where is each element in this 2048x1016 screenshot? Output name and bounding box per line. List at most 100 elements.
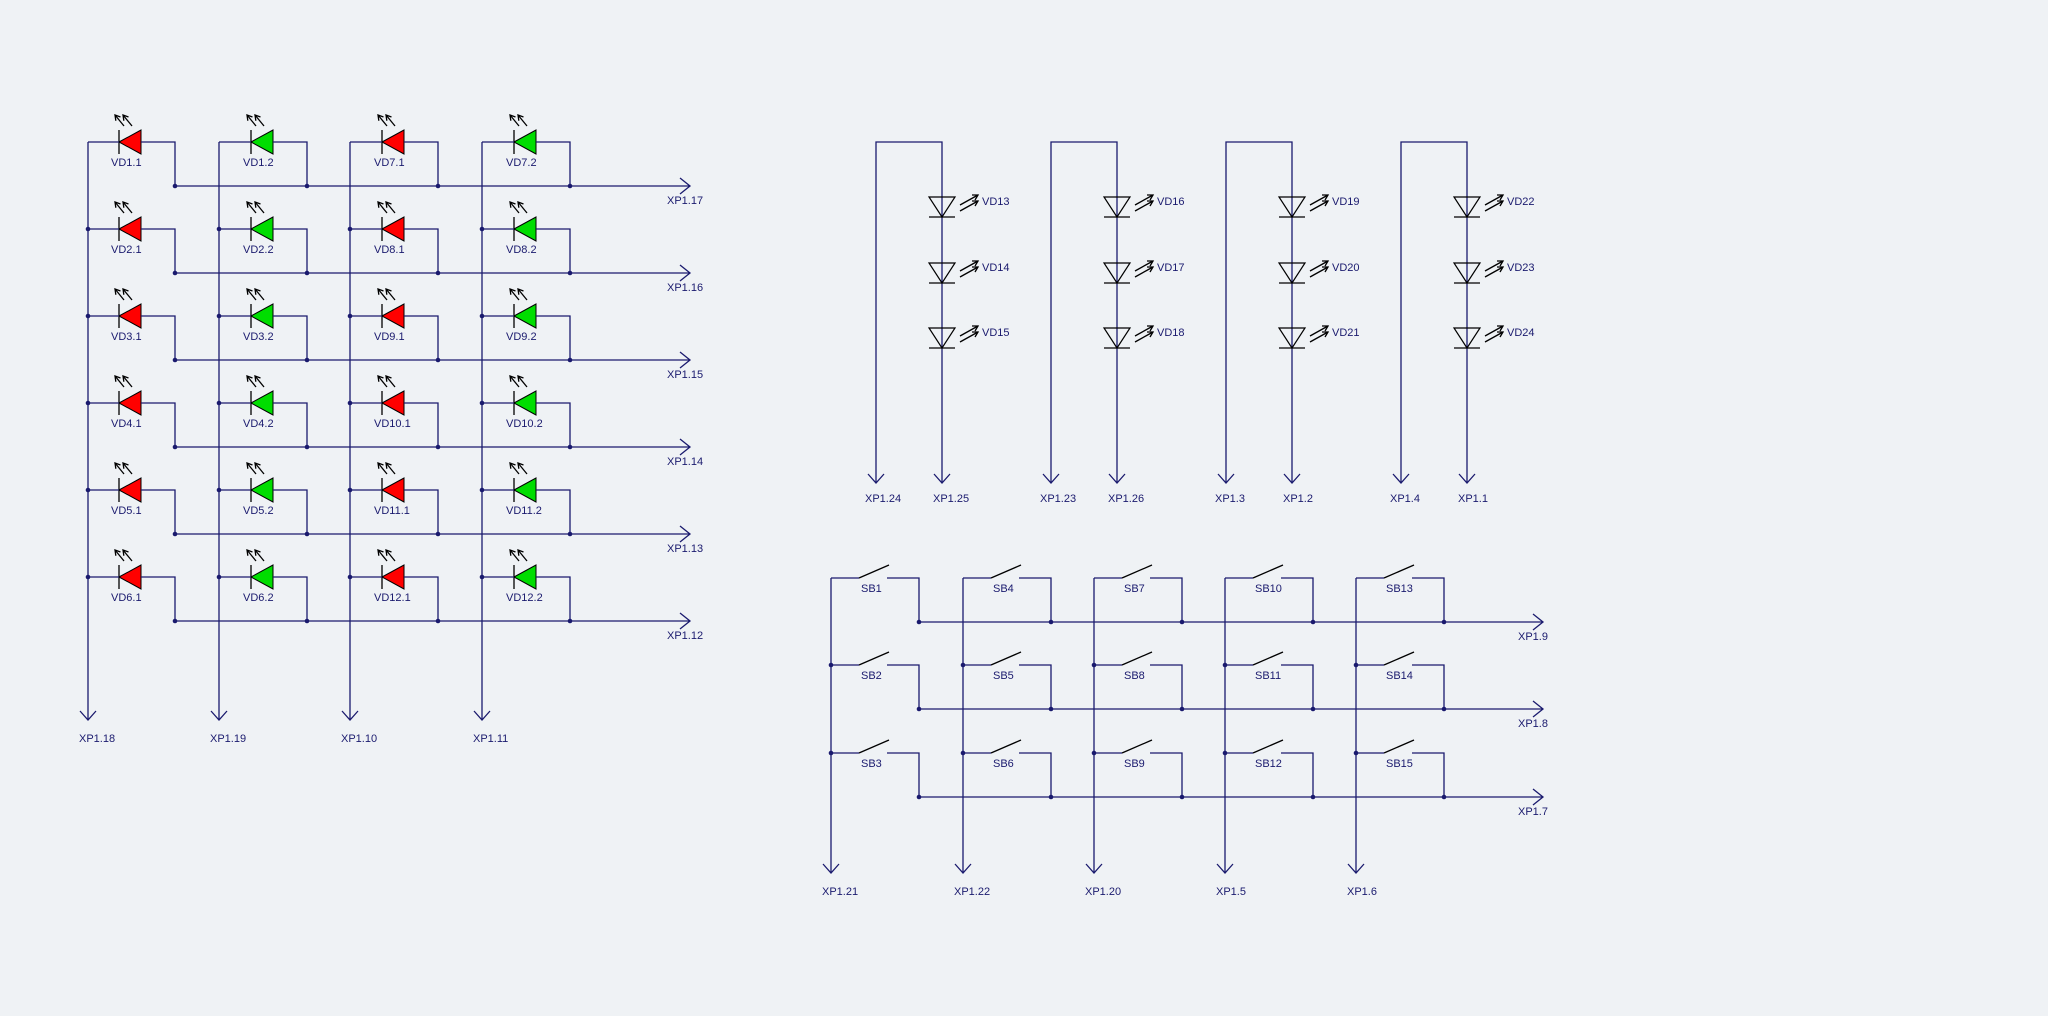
emission-ray — [517, 549, 528, 562]
switch-label: SB6 — [993, 758, 1014, 770]
junction-dot — [435, 531, 441, 537]
wire — [1412, 752, 1445, 797]
junction-dot — [916, 706, 922, 712]
connector-label: XP1.2 — [1283, 493, 1313, 505]
emission-ray — [114, 288, 125, 301]
junction-dot — [347, 400, 353, 406]
emission-ray — [114, 114, 125, 127]
arrow-down-icon — [1217, 473, 1235, 484]
arrow-right-icon — [679, 525, 692, 543]
junction-dot — [916, 794, 922, 800]
wire — [536, 576, 571, 621]
emission-arrowhead — [114, 201, 121, 208]
light-emission-icon — [509, 201, 528, 214]
connector-label: XP1.18 — [79, 733, 115, 745]
junction-dot — [435, 444, 441, 450]
emission-arrowhead — [246, 288, 253, 295]
arrow-right-icon — [679, 177, 692, 195]
arrow-down-icon — [1347, 863, 1365, 874]
light-emission-icon — [509, 288, 528, 301]
junction-dot — [172, 444, 178, 450]
switch-sb7: SB7 — [1094, 564, 1185, 625]
led-icon — [117, 477, 142, 503]
led-label: VD12.1 — [374, 592, 411, 604]
switch-column-4: XP1.5 — [1216, 578, 1246, 898]
emission-ray — [385, 114, 396, 127]
diode-vd19: VD19 — [1277, 194, 1360, 219]
diode-label: VD17 — [1157, 262, 1185, 274]
junction-dot — [347, 313, 353, 319]
junction-dot — [1179, 619, 1185, 625]
switch-icon — [990, 564, 1022, 579]
emission-ray — [517, 288, 528, 301]
light-emission-icon — [377, 375, 396, 388]
emission-ray — [1484, 325, 1504, 337]
emission-arrowhead — [1147, 266, 1155, 273]
led-label: VD3.2 — [243, 331, 274, 343]
junction-dot — [1048, 794, 1054, 800]
emission-ray — [122, 201, 133, 214]
led-vd12-1: VD12.1 — [347, 549, 441, 624]
light-emission-icon — [377, 201, 396, 214]
junction-dot — [960, 662, 966, 668]
junction-dot — [347, 487, 353, 493]
led-label: VD9.1 — [374, 331, 405, 343]
emission-ray — [246, 288, 257, 301]
emission-ray — [122, 375, 133, 388]
emission-ray — [377, 201, 388, 214]
connector-label: XP1.3 — [1215, 493, 1245, 505]
arrow-down-icon — [1283, 473, 1301, 484]
led-row-1: XP1.17 — [176, 177, 703, 207]
wire — [141, 576, 176, 621]
light-emission-icon — [509, 462, 528, 475]
junction-dot — [567, 444, 573, 450]
emission-ray — [114, 462, 125, 475]
emission-ray — [254, 462, 265, 475]
emission-arrowhead — [114, 549, 121, 556]
emission-arrowhead — [377, 375, 384, 382]
emission-arrowhead — [254, 549, 261, 556]
emission-ray — [1309, 266, 1329, 278]
switch-sb9: SB9 — [1091, 739, 1185, 800]
arrow-right-icon — [679, 264, 692, 282]
arrow-right-icon — [679, 351, 692, 369]
junction-dot — [216, 574, 222, 580]
emission-arrowhead — [122, 375, 129, 382]
led-vd8-2: VD8.2 — [479, 201, 573, 276]
emission-arrowhead — [517, 288, 524, 295]
led-vd3-2: VD3.2 — [216, 288, 310, 363]
emission-arrowhead — [254, 288, 261, 295]
light-emission-icon — [377, 549, 396, 562]
connector-label: XP1.9 — [1518, 631, 1548, 643]
diode-label: VD18 — [1157, 327, 1185, 339]
led-vd2-1: VD2.1 — [85, 201, 178, 276]
led-icon — [380, 216, 405, 242]
wire — [273, 315, 308, 360]
wire — [1150, 752, 1183, 797]
diode-vd13: VD13 — [927, 194, 1010, 219]
junction-dot — [567, 270, 573, 276]
emission-arrowhead — [385, 201, 392, 208]
emission-ray — [959, 200, 979, 212]
emission-arrowhead — [1322, 331, 1330, 338]
emission-arrowhead — [1497, 331, 1505, 338]
led-icon — [249, 390, 274, 416]
switch-icon — [1383, 564, 1415, 579]
led-label: VD2.1 — [111, 244, 142, 256]
emission-arrowhead — [122, 201, 129, 208]
connector-label: XP1.20 — [1085, 886, 1121, 898]
junction-dot — [304, 618, 310, 624]
emission-arrowhead — [1147, 325, 1155, 332]
connector-label: XP1.13 — [667, 543, 703, 555]
arrow-down-icon — [954, 863, 972, 874]
emission-ray — [1134, 325, 1154, 337]
emission-ray — [1134, 260, 1154, 272]
string-wire — [1050, 141, 1118, 483]
wire — [141, 489, 176, 534]
led-vd10-1: VD10.1 — [347, 375, 441, 450]
emission-arrowhead — [517, 375, 524, 382]
junction-dot — [567, 531, 573, 537]
